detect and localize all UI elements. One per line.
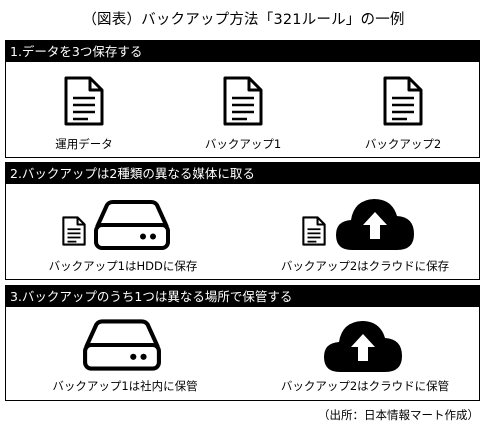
diagram-title: （図表）バックアップ方法「321ルール」の一例 [82,12,405,28]
document-icon [64,76,104,126]
source-note: （出所：日本情報マート作成） [318,408,479,422]
cloud-upload-icon [324,321,402,372]
label-backup-1: バックアップ1 [204,137,282,151]
section-1-header: 1.データを3つ保存する [6,41,479,62]
document-icon [302,216,326,246]
document-icon [383,76,423,126]
document-icon [223,76,263,126]
label-backup-2-cloud-storage: バックアップ2はクラウドに保管 [280,379,450,393]
section-3-header: 3.バックアップのうち1つは異なる場所で保管する [6,286,479,307]
section-1: 1.データを3つ保存する [5,40,480,158]
label-backup-2: バックアップ2 [364,137,442,151]
cloud-upload-icon [336,199,414,250]
label-backup-1-onsite: バックアップ1は社内に保管 [52,379,198,393]
hard-drive-icon [94,200,170,250]
section-2: 2.バックアップは2種類の異なる媒体に取る [5,162,480,280]
section-2-header: 2.バックアップは2種類の異なる媒体に取る [6,163,479,184]
section-3: 3.バックアップのうち1つは異なる場所で保管する [5,285,480,401]
label-operational-data: 運用データ [55,137,113,151]
hard-drive-icon [83,319,161,371]
label-backup-1-hdd: バックアップ1はHDDに保存 [48,259,198,273]
document-icon [62,216,86,246]
label-backup-2-cloud: バックアップ2はクラウドに保存 [280,259,450,273]
